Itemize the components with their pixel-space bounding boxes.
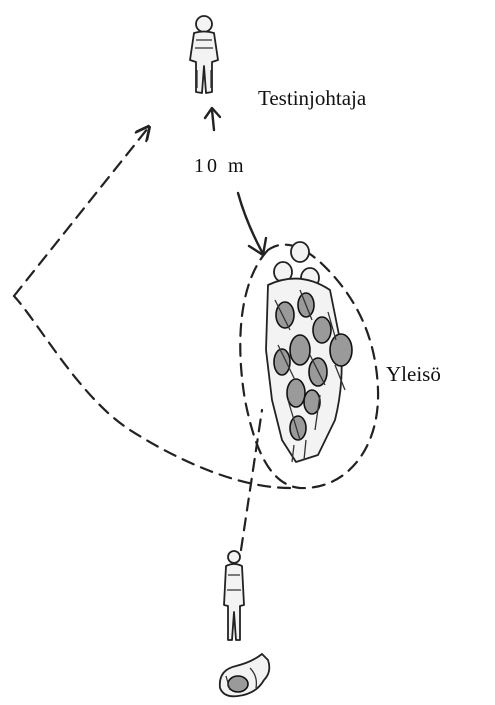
- distance-label: 10 m: [194, 155, 247, 178]
- dog-figure: [220, 654, 270, 696]
- test-leader-figure: [190, 16, 218, 93]
- audience-crowd: [266, 242, 352, 462]
- test-leader-label: Testinjohtaja: [258, 86, 366, 111]
- audience-label: Yleisö: [386, 362, 441, 387]
- walking-path: [14, 128, 290, 550]
- walking-figure: [224, 551, 244, 640]
- distance-arrow: [238, 193, 266, 255]
- leader-arrow-icon: [205, 108, 220, 130]
